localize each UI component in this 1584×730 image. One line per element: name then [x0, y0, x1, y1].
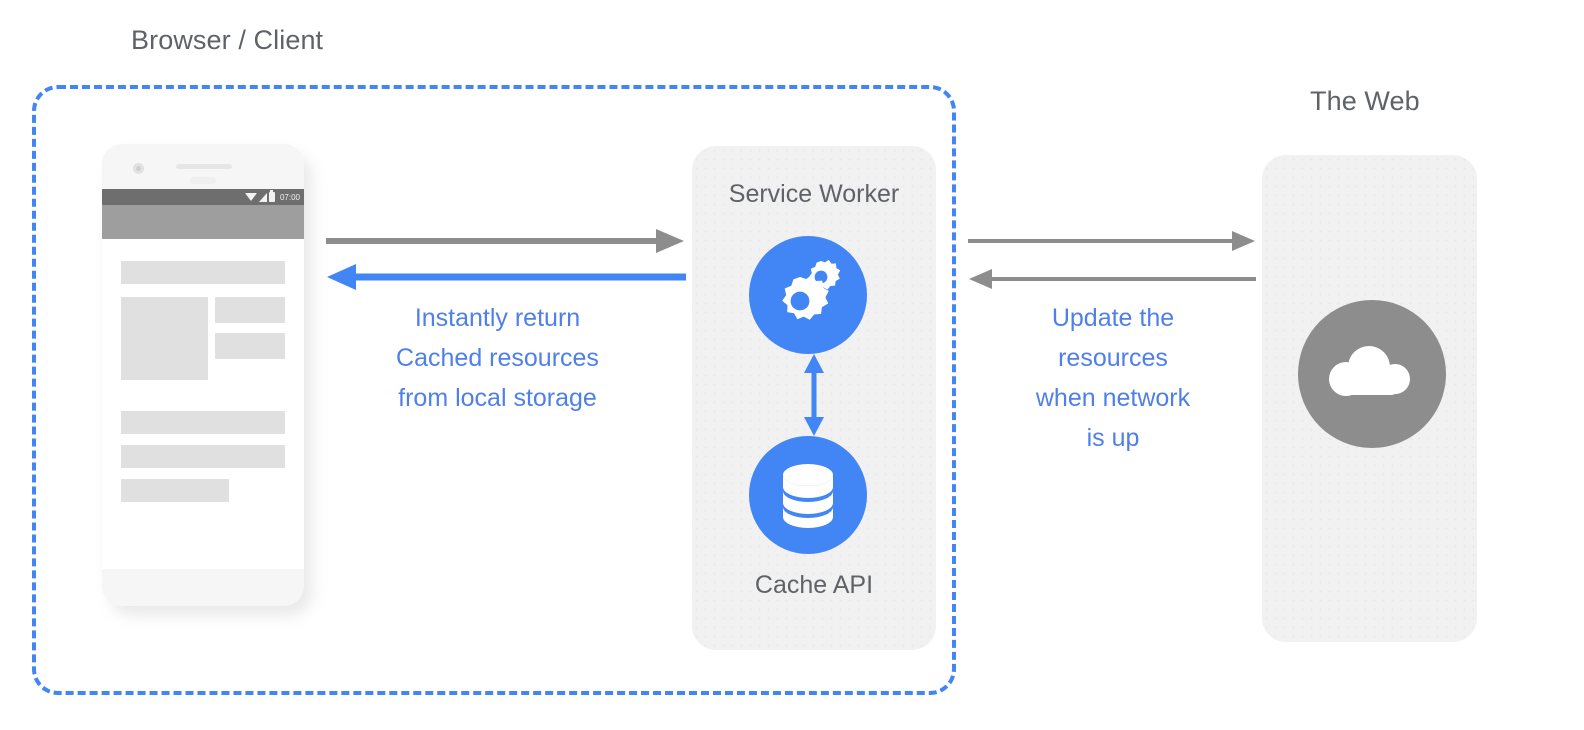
- front-camera-icon: [133, 163, 144, 174]
- cloud-icon: [1298, 300, 1446, 448]
- page-content-wireframe: [102, 239, 304, 569]
- cached-response-caption: Instantly return Cached resources from l…: [396, 304, 599, 412]
- the-web-panel: [1262, 155, 1477, 642]
- cached-response-arrow-left: [327, 264, 686, 290]
- database-icon: [749, 436, 867, 554]
- wireframe-title-block: [121, 261, 285, 284]
- phone-screen: 07:00: [102, 189, 304, 569]
- battery-icon: [268, 190, 275, 202]
- wifi-icon: [244, 193, 257, 201]
- browser-client-title: Browser / Client: [131, 25, 324, 55]
- service-worker-label: Service Worker: [728, 180, 900, 208]
- status-bar-icons: 07:00: [244, 190, 300, 202]
- status-bar: 07:00: [102, 189, 304, 205]
- the-web-title: The Web: [1310, 86, 1420, 116]
- status-bar-clock: 07:00: [279, 192, 300, 202]
- earpiece-speaker: [176, 164, 232, 169]
- network-response-arrow-left: [969, 269, 1256, 289]
- double-arrow-vertical-icon: [804, 354, 824, 436]
- wireframe-row-block-1: [121, 411, 285, 434]
- service-worker-panel: Service Worker: [692, 146, 936, 650]
- client-boundary-box: [32, 85, 956, 695]
- phone-mockup: 07:00: [102, 144, 312, 616]
- request-arrow-right: [326, 229, 684, 253]
- signal-icon: [258, 192, 267, 202]
- gears-icon: [749, 236, 867, 354]
- wireframe-text-block-a: [215, 297, 285, 323]
- phone-body: 07:00: [102, 144, 304, 606]
- network-fetch-arrow-right: [968, 231, 1255, 251]
- network-update-caption: Update the resources when network is up: [1035, 304, 1191, 452]
- wireframe-row-block-2: [121, 445, 285, 468]
- cache-api-label: Cache API: [754, 571, 874, 599]
- wireframe-image-block: [121, 297, 208, 380]
- app-bar: [102, 205, 304, 239]
- proximity-sensor: [190, 177, 216, 184]
- wireframe-row-block-3: [121, 479, 229, 502]
- wireframe-text-block-b: [215, 333, 285, 359]
